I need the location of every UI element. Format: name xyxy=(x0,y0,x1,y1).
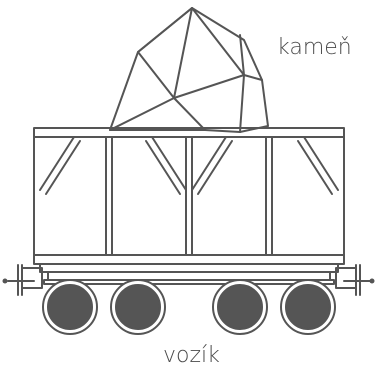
left-coupler-dot xyxy=(3,279,8,284)
right-coupler-dot xyxy=(370,279,375,284)
wagon-icon xyxy=(8,128,370,295)
stone-icon xyxy=(110,8,268,132)
wagon-label: vozík xyxy=(163,343,220,367)
stone-label: kameň xyxy=(277,35,352,60)
wheels xyxy=(43,280,335,334)
